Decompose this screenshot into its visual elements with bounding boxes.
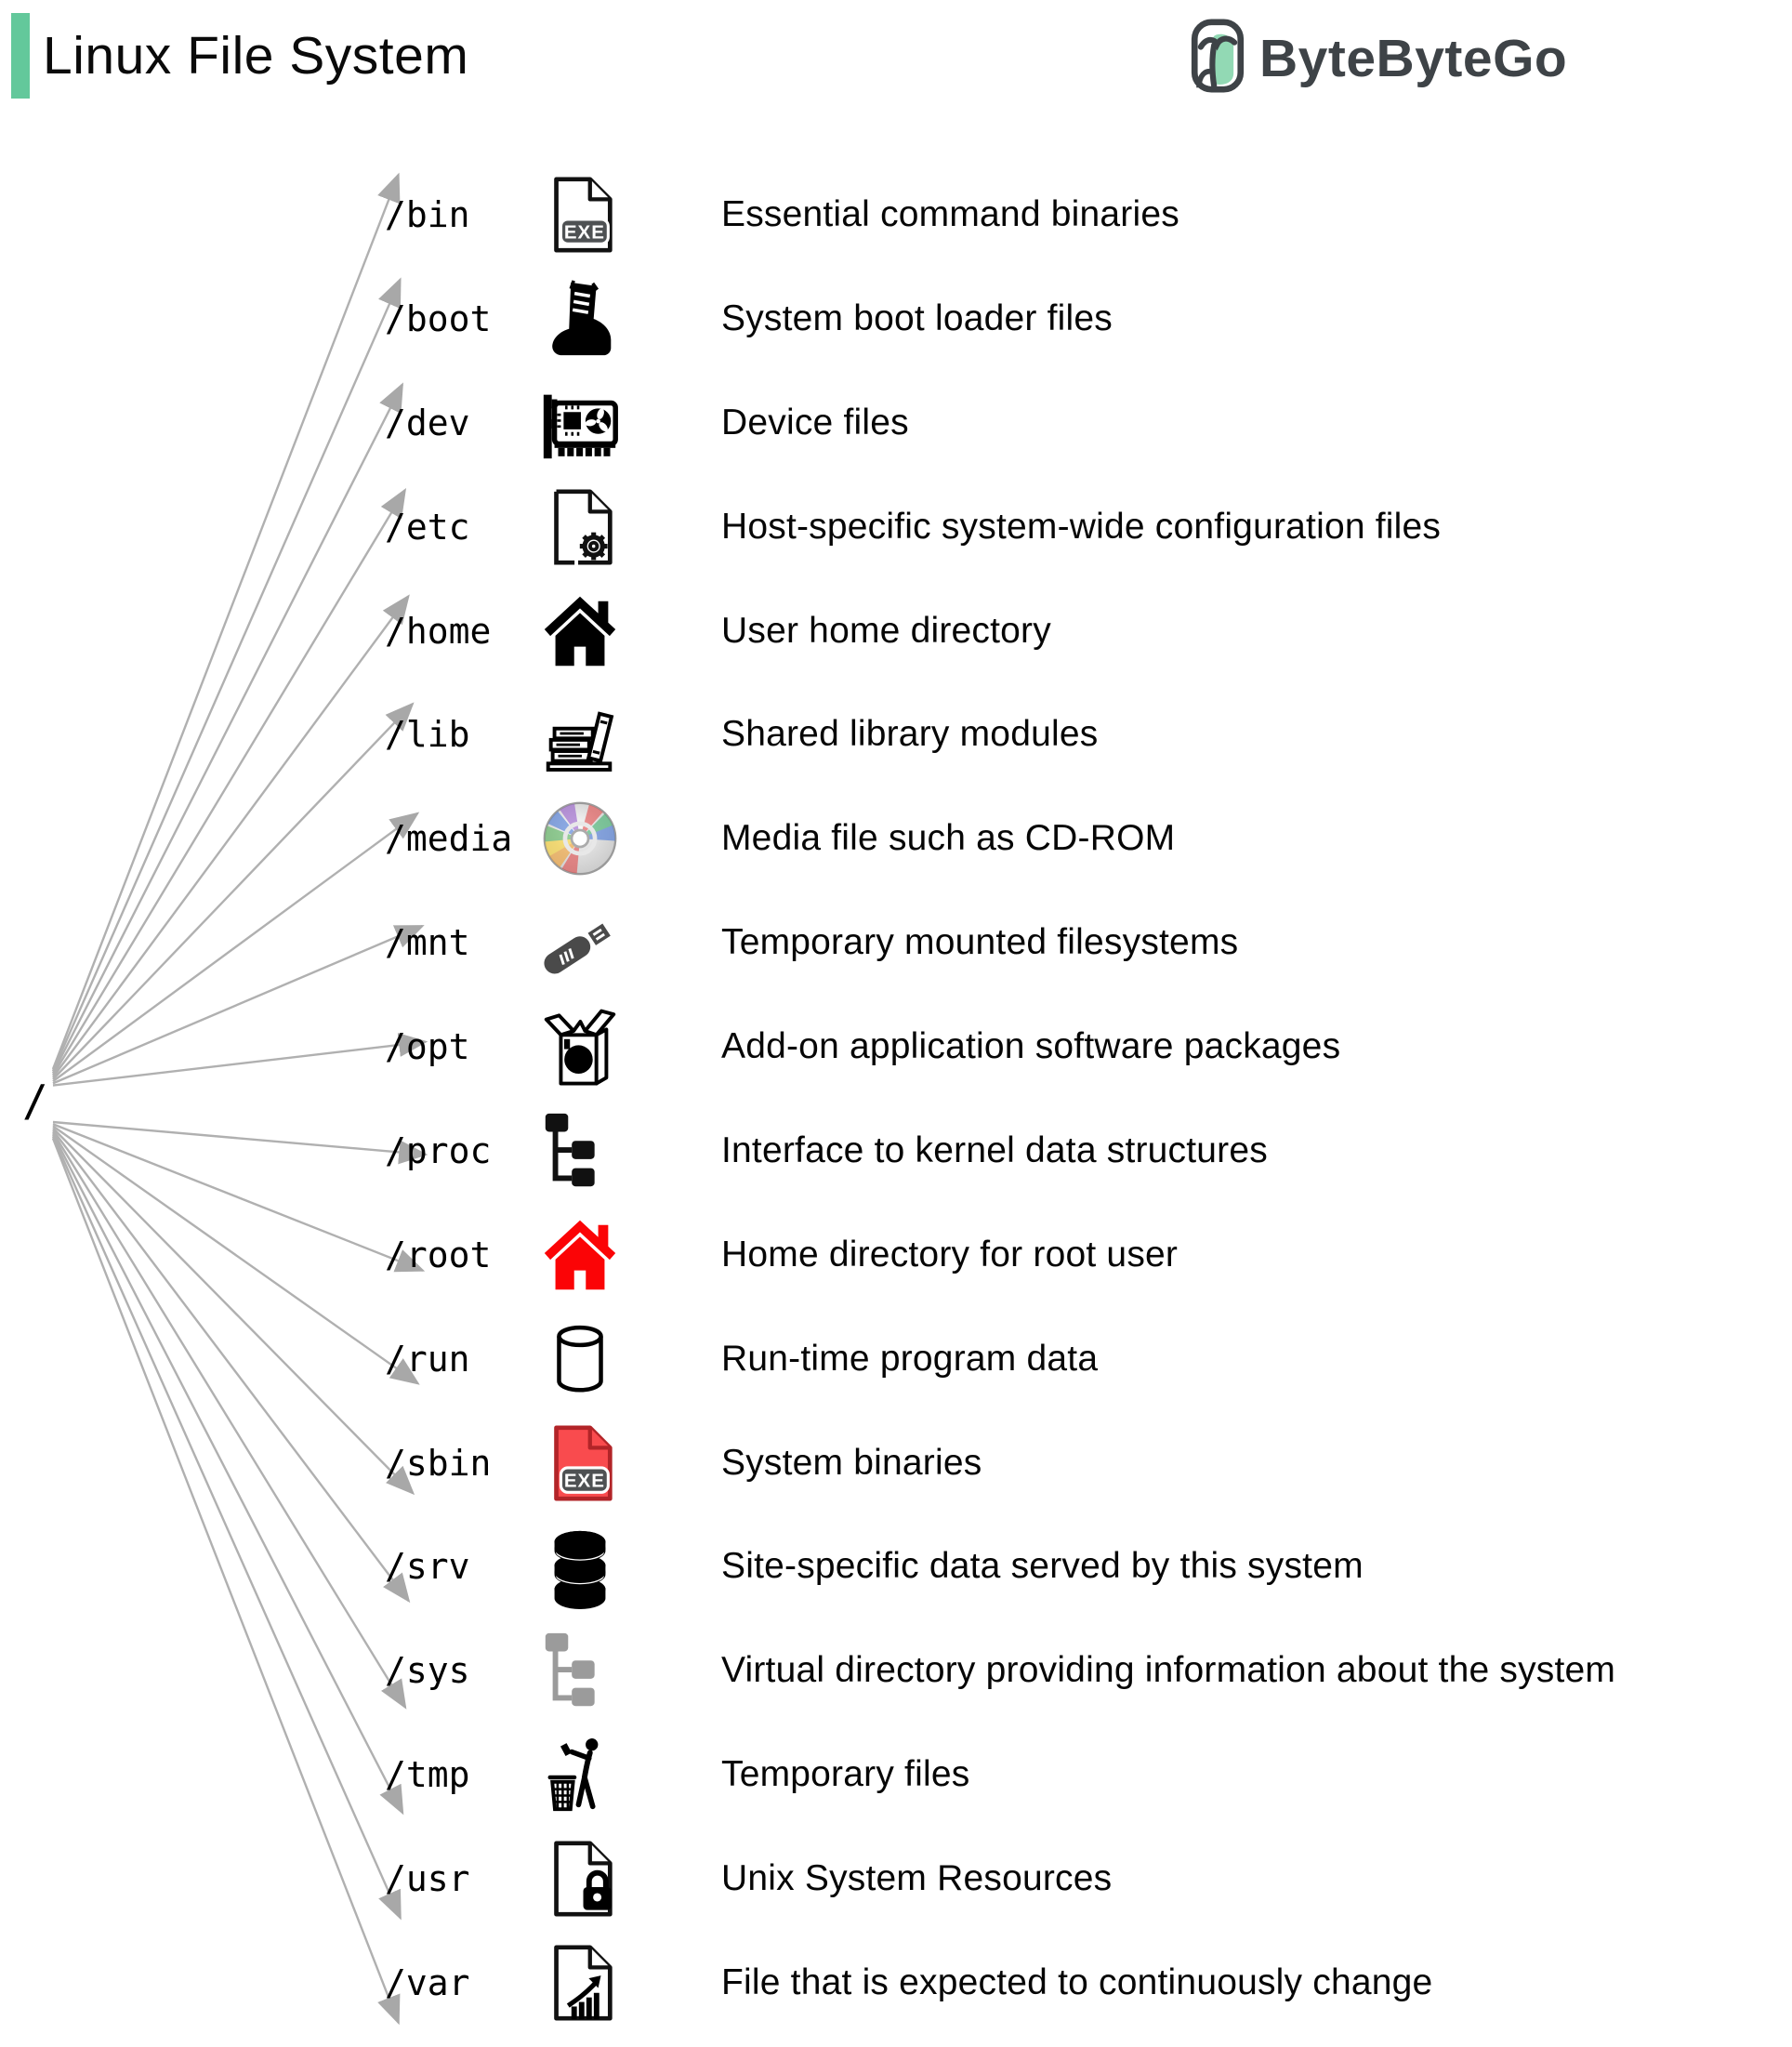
home-icon [535,586,625,677]
root-to-bin-arrow [51,172,401,1070]
usb-drive-icon [535,897,625,988]
svg-text:EXE: EXE [564,1470,605,1491]
database-icon [535,1521,625,1612]
bytebytego-bird-icon [1191,19,1245,98]
fs-entry-description: Run-time program data [721,1338,1099,1379]
fs-entry-path: /home [385,610,492,652]
trash-disposal-icon [535,1729,625,1820]
root-to-sbin-arrow [52,1127,415,1496]
fs-entry-path: /tmp [385,1754,470,1796]
fs-entry-description: Essential command binaries [721,194,1179,234]
fs-entry-row: /dev Device files [0,371,1792,475]
root-to-sys-arrow [51,1131,407,1710]
fs-entry-description: User home directory [721,610,1051,651]
root-to-opt-arrow [52,1033,428,1087]
fs-entry-path: /bin [385,194,470,235]
fs-entry-path: /boot [385,297,492,339]
fs-entry-path: /opt [385,1026,470,1068]
svg-text:EXE: EXE [564,221,605,243]
fs-entry-row: /proc Interface to kernel data structures [0,1099,1792,1203]
fs-entry-path: /usr [385,1858,470,1900]
library-books-icon [535,689,625,780]
root-to-proc-arrow [52,1120,428,1165]
fs-entry-description: Home directory for root user [721,1234,1179,1274]
root-to-etc-arrow [51,487,407,1076]
root-directory-label: / [22,1076,48,1126]
fs-entry-path: /srv [385,1546,470,1588]
fs-entry-path: /dev [385,402,470,443]
fs-entry-path: /root [385,1234,492,1275]
fs-entry-description: Media file such as CD-ROM [721,818,1176,859]
fs-entry-row: /tmp Temporary files [0,1723,1792,1827]
fs-entry-row: /lib Shared library modules [0,682,1792,786]
fs-entry-description: Site-specific data served by this system [721,1546,1364,1587]
fs-entry-description: Temporary files [721,1754,970,1795]
fs-entry-path: /var [385,1961,470,2003]
fs-entry-row: /etc Host-specific system-wide configura… [0,475,1792,579]
root-to-home-arrow [52,594,410,1078]
root-to-srv-arrow [52,1129,411,1604]
fs-entry-description: System binaries [721,1442,982,1483]
fs-entry-description: Temporary mounted filesystems [721,922,1239,963]
fs-entry-path: /mnt [385,922,470,964]
root-to-tmp-arrow [51,1133,404,1816]
fs-entry-description: Device files [721,402,909,442]
root-to-var-arrow [51,1138,401,2026]
root-to-root-arrow [52,1123,426,1273]
package-box-icon [535,1001,625,1092]
fs-entry-path: /media [385,818,513,860]
root-to-dev-arrow [51,382,403,1074]
fs-entry-row: /home User home directory [0,579,1792,683]
file-chart-icon [535,1937,625,2028]
gray-tree-icon [535,1625,625,1716]
fs-entry-path: /etc [385,506,470,548]
fs-entry-description: Unix System Resources [721,1858,1113,1899]
cd-disc-icon [535,793,625,884]
root-to-media-arrow [52,812,420,1083]
page-title: Linux File System [43,26,469,86]
fs-entry-description: Shared library modules [721,714,1099,755]
fs-entry-row: /var File that is expected to continuousl… [0,1931,1792,2035]
fs-entry-row: /srv Site-specific data served by this sy… [0,1514,1792,1618]
cylinder-icon [535,1314,625,1405]
process-tree-icon [535,1105,625,1196]
fs-entry-path: /proc [385,1129,492,1171]
file-gear-icon [535,482,625,573]
title-accent-bar [11,13,30,99]
fs-entry-row: /mnt Temporary mounted filesystems [0,891,1792,995]
graphics-card-icon [535,377,625,469]
fs-entry-row: /boot System boot loader files [0,267,1792,371]
boot-icon [535,273,625,364]
brand-name: ByteByteGo [1259,28,1568,88]
fs-entry-description: Virtual directory providing information … [721,1650,1616,1691]
root-to-run-arrow [52,1125,420,1385]
fs-entry-description: Interface to kernel data structures [721,1129,1268,1170]
fs-entry-row: /opt Add-on application software packages [0,995,1792,1099]
fs-entry-row: /root Home directory for root user [0,1203,1792,1307]
fs-entry-row: /sys Virtual directory providing informat… [0,1618,1792,1723]
file-lock-icon [535,1833,625,1924]
fs-entry-row: /usr Unix System Resources [0,1827,1792,1931]
brand-logo: ByteByteGo [1191,19,1567,98]
red-exe-file-icon: EXE [535,1418,625,1509]
fs-entry-description: Add-on application software packages [721,1026,1341,1067]
red-home-icon [535,1209,625,1301]
fs-entry-path: /lib [385,714,470,756]
fs-entry-row: /run Run-time program data [0,1307,1792,1411]
root-to-lib-arrow [52,702,415,1080]
fs-entry-description: File that is expected to continuously ch… [721,1961,1433,2002]
fs-entry-path: /sbin [385,1442,492,1484]
root-to-usr-arrow [51,1135,402,1921]
fs-entry-description: System boot loader files [721,297,1113,338]
root-to-boot-arrow [51,277,402,1072]
root-to-mnt-arrow [52,924,425,1085]
fs-entry-row: /media Media file such as CD-ROM [0,786,1792,891]
fs-entry-path: /run [385,1338,470,1380]
fs-entry-path: /sys [385,1650,470,1692]
exe-file-icon: EXE [535,169,625,260]
fs-entry-description: Host-specific system-wide configuration … [721,506,1442,547]
